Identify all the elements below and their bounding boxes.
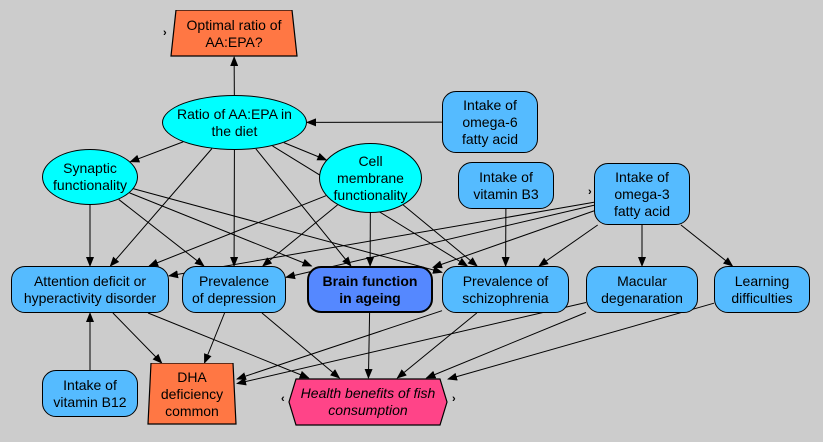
edge-ratio_diet-to-cell_membrane bbox=[283, 142, 328, 161]
edge-brain-to-health bbox=[364, 312, 373, 379]
node-label: Prevalence of schizophrenia bbox=[462, 272, 549, 306]
node-label: Cell membrane functionality bbox=[333, 152, 408, 203]
expand-handle-icon[interactable]: › bbox=[163, 27, 167, 39]
node-intake-omega-6[interactable]: Intake of omega-6 fatty acid bbox=[442, 91, 538, 153]
edge-ratio_diet-to-adhd bbox=[109, 148, 213, 267]
edge-synaptic-to-depression bbox=[118, 199, 205, 267]
node-label: Intake of omega-6 fatty acid bbox=[461, 96, 519, 147]
edge-cell_membrane-to-depression bbox=[261, 204, 338, 267]
node-macular-degeneration[interactable]: Macular degenaration bbox=[586, 266, 698, 313]
node-intake-vitamin-b3[interactable]: Intake of vitamin B3 bbox=[458, 162, 554, 209]
edge-synaptic-to-brain bbox=[129, 192, 313, 267]
expand-handle-icon[interactable]: › bbox=[588, 186, 592, 198]
node-prevalence-depression[interactable]: Prevalence of depression bbox=[182, 266, 286, 313]
edge-synaptic-to-schizophrenia bbox=[133, 188, 443, 274]
edge-adhd-to-health bbox=[147, 312, 310, 379]
node-prevalence-schizophrenia[interactable]: Prevalence of schizophrenia bbox=[442, 266, 569, 313]
node-label: Brain function in ageing bbox=[322, 272, 418, 306]
expand-handle-right-icon[interactable]: › bbox=[452, 393, 456, 405]
node-label: Health benefits of fish consumption bbox=[300, 385, 436, 418]
node-label: Ratio of AA:EPA in the diet bbox=[177, 105, 292, 139]
hexagon-shape bbox=[288, 378, 448, 426]
node-label: Intake of omega-3 fatty acid bbox=[613, 168, 671, 219]
edge-learning-to-health bbox=[447, 302, 715, 381]
trapezoid-shape bbox=[147, 363, 237, 425]
node-label: Attention deficit or hyperactivity disor… bbox=[23, 272, 157, 306]
edge-schizophrenia-to-dha bbox=[236, 310, 443, 380]
node-synaptic-functionality[interactable]: Synaptic functionality bbox=[42, 149, 138, 205]
node-label: Intake of vitamin B3 bbox=[473, 168, 539, 202]
node-dha-deficiency-common[interactable]: DHA deficiency common bbox=[147, 363, 237, 425]
node-optimal-ratio[interactable]: Optimal ratio of AA:EPA? bbox=[170, 10, 298, 57]
edge-ratio_diet-to-brain bbox=[255, 148, 352, 267]
edge-omega3-to-depression bbox=[285, 204, 595, 280]
edge-depression-to-health bbox=[261, 312, 341, 379]
expand-handle-left-icon[interactable]: ‹ bbox=[281, 393, 285, 405]
node-label: Learning difficulties bbox=[731, 272, 793, 306]
node-label: Synaptic functionality bbox=[53, 160, 127, 193]
edge-depression-to-dha bbox=[203, 312, 226, 364]
node-learning-difficulties[interactable]: Learning difficulties bbox=[714, 266, 810, 313]
node-label: Macular degenaration bbox=[601, 272, 683, 306]
node-intake-vitamin-b12[interactable]: Intake of vitamin B12 bbox=[42, 370, 138, 417]
node-cell-membrane-functionality[interactable]: Cell membrane functionality bbox=[319, 143, 422, 213]
node-attention-deficit-hyperactivity[interactable]: Attention deficit or hyperactivity disor… bbox=[11, 266, 169, 313]
edge-omega3-to-adhd bbox=[168, 201, 595, 279]
node-intake-omega-3[interactable]: Intake of omega-3 fatty acid bbox=[594, 163, 690, 225]
edge-adhd-to-dha bbox=[112, 312, 163, 364]
node-label: Prevalence of depression bbox=[191, 272, 277, 306]
edge-omega3-to-learning bbox=[680, 224, 734, 267]
node-ratio-aa-epa-diet[interactable]: Ratio of AA:EPA in the diet bbox=[162, 95, 307, 150]
trapezoid-shape bbox=[170, 10, 298, 57]
edge-cell_membrane-to-adhd bbox=[148, 195, 327, 267]
edge-macular-to-dha bbox=[236, 302, 587, 386]
node-label: Intake of vitamin B12 bbox=[53, 376, 127, 410]
node-label: DHA deficiency common bbox=[160, 368, 224, 419]
node-health-benefits-fish[interactable]: Health benefits of fish consumption bbox=[288, 378, 448, 426]
edge-omega3-to-schizophrenia bbox=[538, 224, 598, 267]
edge-omega3-to-brain bbox=[432, 210, 595, 269]
edge-schizophrenia-to-health bbox=[396, 312, 478, 379]
edge-ratio_diet-to-synaptic bbox=[129, 141, 184, 163]
node-brain-function-ageing[interactable]: Brain function in ageing bbox=[307, 266, 433, 313]
node-label: Optimal ratio of AA:EPA? bbox=[186, 16, 282, 50]
edge-macular-to-health bbox=[425, 312, 587, 379]
